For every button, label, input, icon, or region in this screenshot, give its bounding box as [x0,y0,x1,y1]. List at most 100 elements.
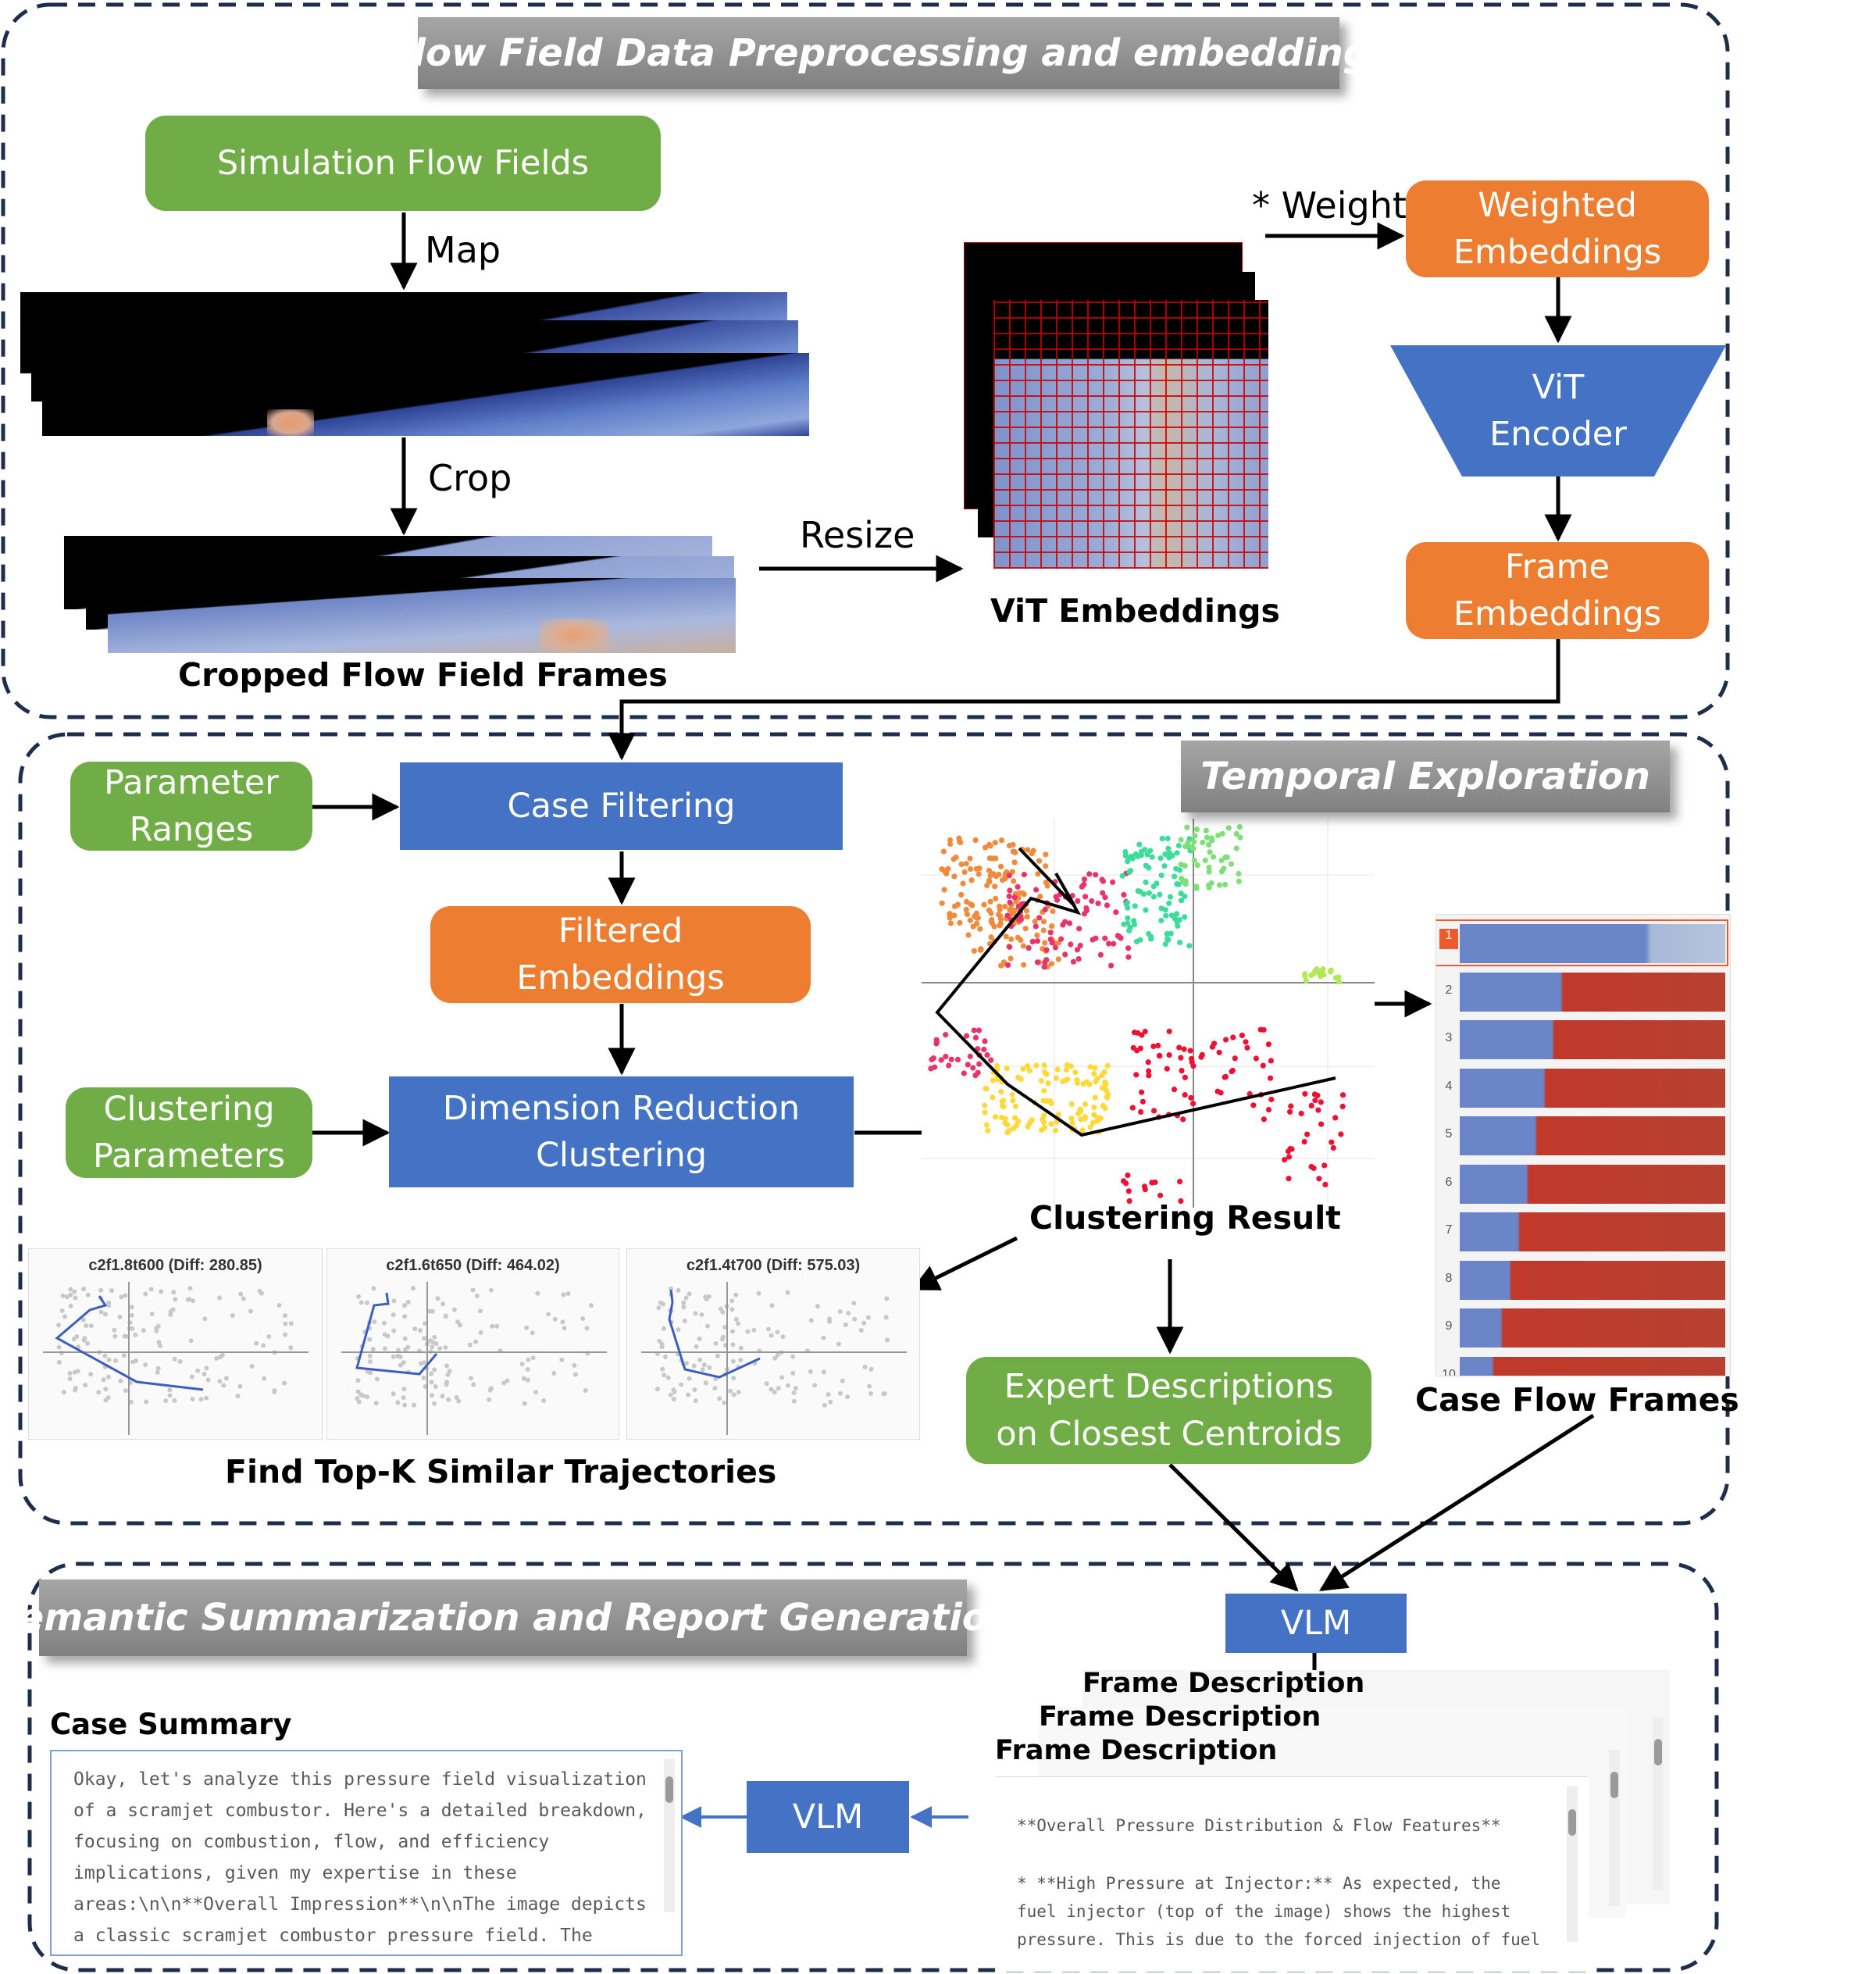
trajectory-point [700,1367,705,1373]
scatter-point [1182,881,1189,887]
trajectory-point [478,1308,483,1314]
case-flow-frame-row[interactable]: 1 [1436,919,1728,966]
case-flow-frame-row[interactable]: 3 [1436,1017,1727,1061]
scrollbar[interactable] [1653,1717,1664,1890]
scatter-point [1164,835,1171,841]
scatter-point [1218,869,1225,875]
trajectory-point [745,1329,751,1334]
trajectory-point [172,1356,177,1362]
case-flow-frame-row[interactable]: 7 [1436,1209,1727,1253]
scatter-point [1157,1192,1164,1198]
trajectory-point [560,1319,565,1325]
scrollbar[interactable] [664,1759,675,1912]
case-flow-frame-row[interactable]: 6 [1436,1162,1727,1205]
scatter-point [1006,873,1012,879]
scatter-point [1166,1028,1172,1034]
trajectory-point [249,1364,255,1369]
case-flow-frame-row[interactable]: 10 [1436,1354,1727,1376]
trajectory-point [67,1376,73,1382]
mapped-flow-frame [42,353,809,436]
trajectory-point [519,1362,525,1367]
case-flow-frame-row[interactable]: 9 [1436,1305,1727,1349]
scatter-point [960,880,966,887]
weighted-embeddings-node: Weighted Embeddings [1406,180,1709,277]
scatter-point [1301,1139,1307,1145]
scatter-point [1177,939,1183,946]
scatter-point [1158,917,1164,923]
scatter-point [1192,833,1198,839]
scrollbar[interactable] [1567,1786,1578,1942]
frame-thumbnail [1460,1212,1725,1251]
scatter-point [1175,843,1182,849]
scatter-point [1081,881,1087,887]
scatter-point [986,877,992,884]
scatter-point [1232,1055,1238,1062]
trajectory-point [822,1402,827,1408]
scatter-point [989,916,995,923]
scatter-point [961,1070,967,1076]
scatter-point [1024,914,1030,920]
trajectory-point [657,1338,662,1344]
trajectory-point [68,1303,73,1308]
trajectory-point [551,1371,557,1376]
scatter-point [1064,1062,1070,1068]
trajectory-point [148,1287,154,1292]
frame-thumbnail [1460,1020,1725,1059]
scatter-point [1146,1073,1152,1079]
trajectory-point [656,1305,662,1311]
trajectory-point [381,1320,387,1326]
scatter-point [1087,1064,1093,1070]
scatter-point [1229,1067,1236,1073]
scatter-point [1016,916,1022,923]
scatter-point [1068,941,1074,948]
trajectory-point [705,1323,710,1329]
trajectory-card-2: c2f1.6t650 (Diff: 464.02) [326,1248,619,1440]
scatter-point [938,1057,944,1063]
scatter-point [992,840,998,846]
case-flow-frame-row[interactable]: 4 [1436,1066,1727,1109]
scatter-point [1104,902,1111,908]
scatter-point [1222,1073,1229,1080]
scatter-point [1053,1075,1059,1081]
trajectory-point [474,1293,480,1298]
scatter-point [1230,1034,1236,1041]
scatter-point [983,1122,990,1128]
scatter-point [971,948,977,954]
frame-thumbnail [1460,924,1725,963]
scatter-point [1040,927,1047,933]
trajectory-point [72,1369,77,1375]
case-flow-frame-row[interactable]: 2 [1436,969,1727,1013]
trajectory-point [358,1300,364,1305]
scatter-point [1316,1176,1322,1182]
scatter-point [1302,973,1308,980]
case-flow-frame-row[interactable]: 8 [1436,1258,1727,1301]
scatter-point [1139,1089,1145,1095]
trajectory-point [852,1316,858,1322]
trajectory-point [469,1376,473,1381]
trajectory-point [158,1343,162,1348]
scatter-point [1140,891,1147,898]
trajectory-point [731,1392,736,1398]
vit-embeddings-caption: ViT Embeddings [990,592,1280,630]
scatter-point [1164,930,1170,937]
scatter-point [1047,930,1054,936]
scrollbar[interactable] [1609,1750,1620,1906]
trajectory-point [72,1289,77,1294]
scatter-point [975,1027,983,1033]
scatter-point [1003,933,1009,940]
scatter-point [1171,1087,1178,1093]
trajectory-point [671,1387,676,1393]
scatter-point [1041,1069,1048,1075]
trajectory-point [173,1297,178,1302]
trajectory-point [288,1345,294,1351]
case-flow-frame-row[interactable]: 5 [1436,1113,1727,1157]
trajectory-point [395,1400,401,1405]
trajectory-point [429,1393,434,1398]
trajectory-point [398,1355,403,1359]
trajectory-point [123,1293,128,1298]
trajectory-point [367,1337,373,1342]
scatter-point [1089,898,1095,905]
trajectory-point [88,1323,94,1329]
trajectory-point [223,1376,229,1381]
trajectory-point [546,1312,551,1317]
